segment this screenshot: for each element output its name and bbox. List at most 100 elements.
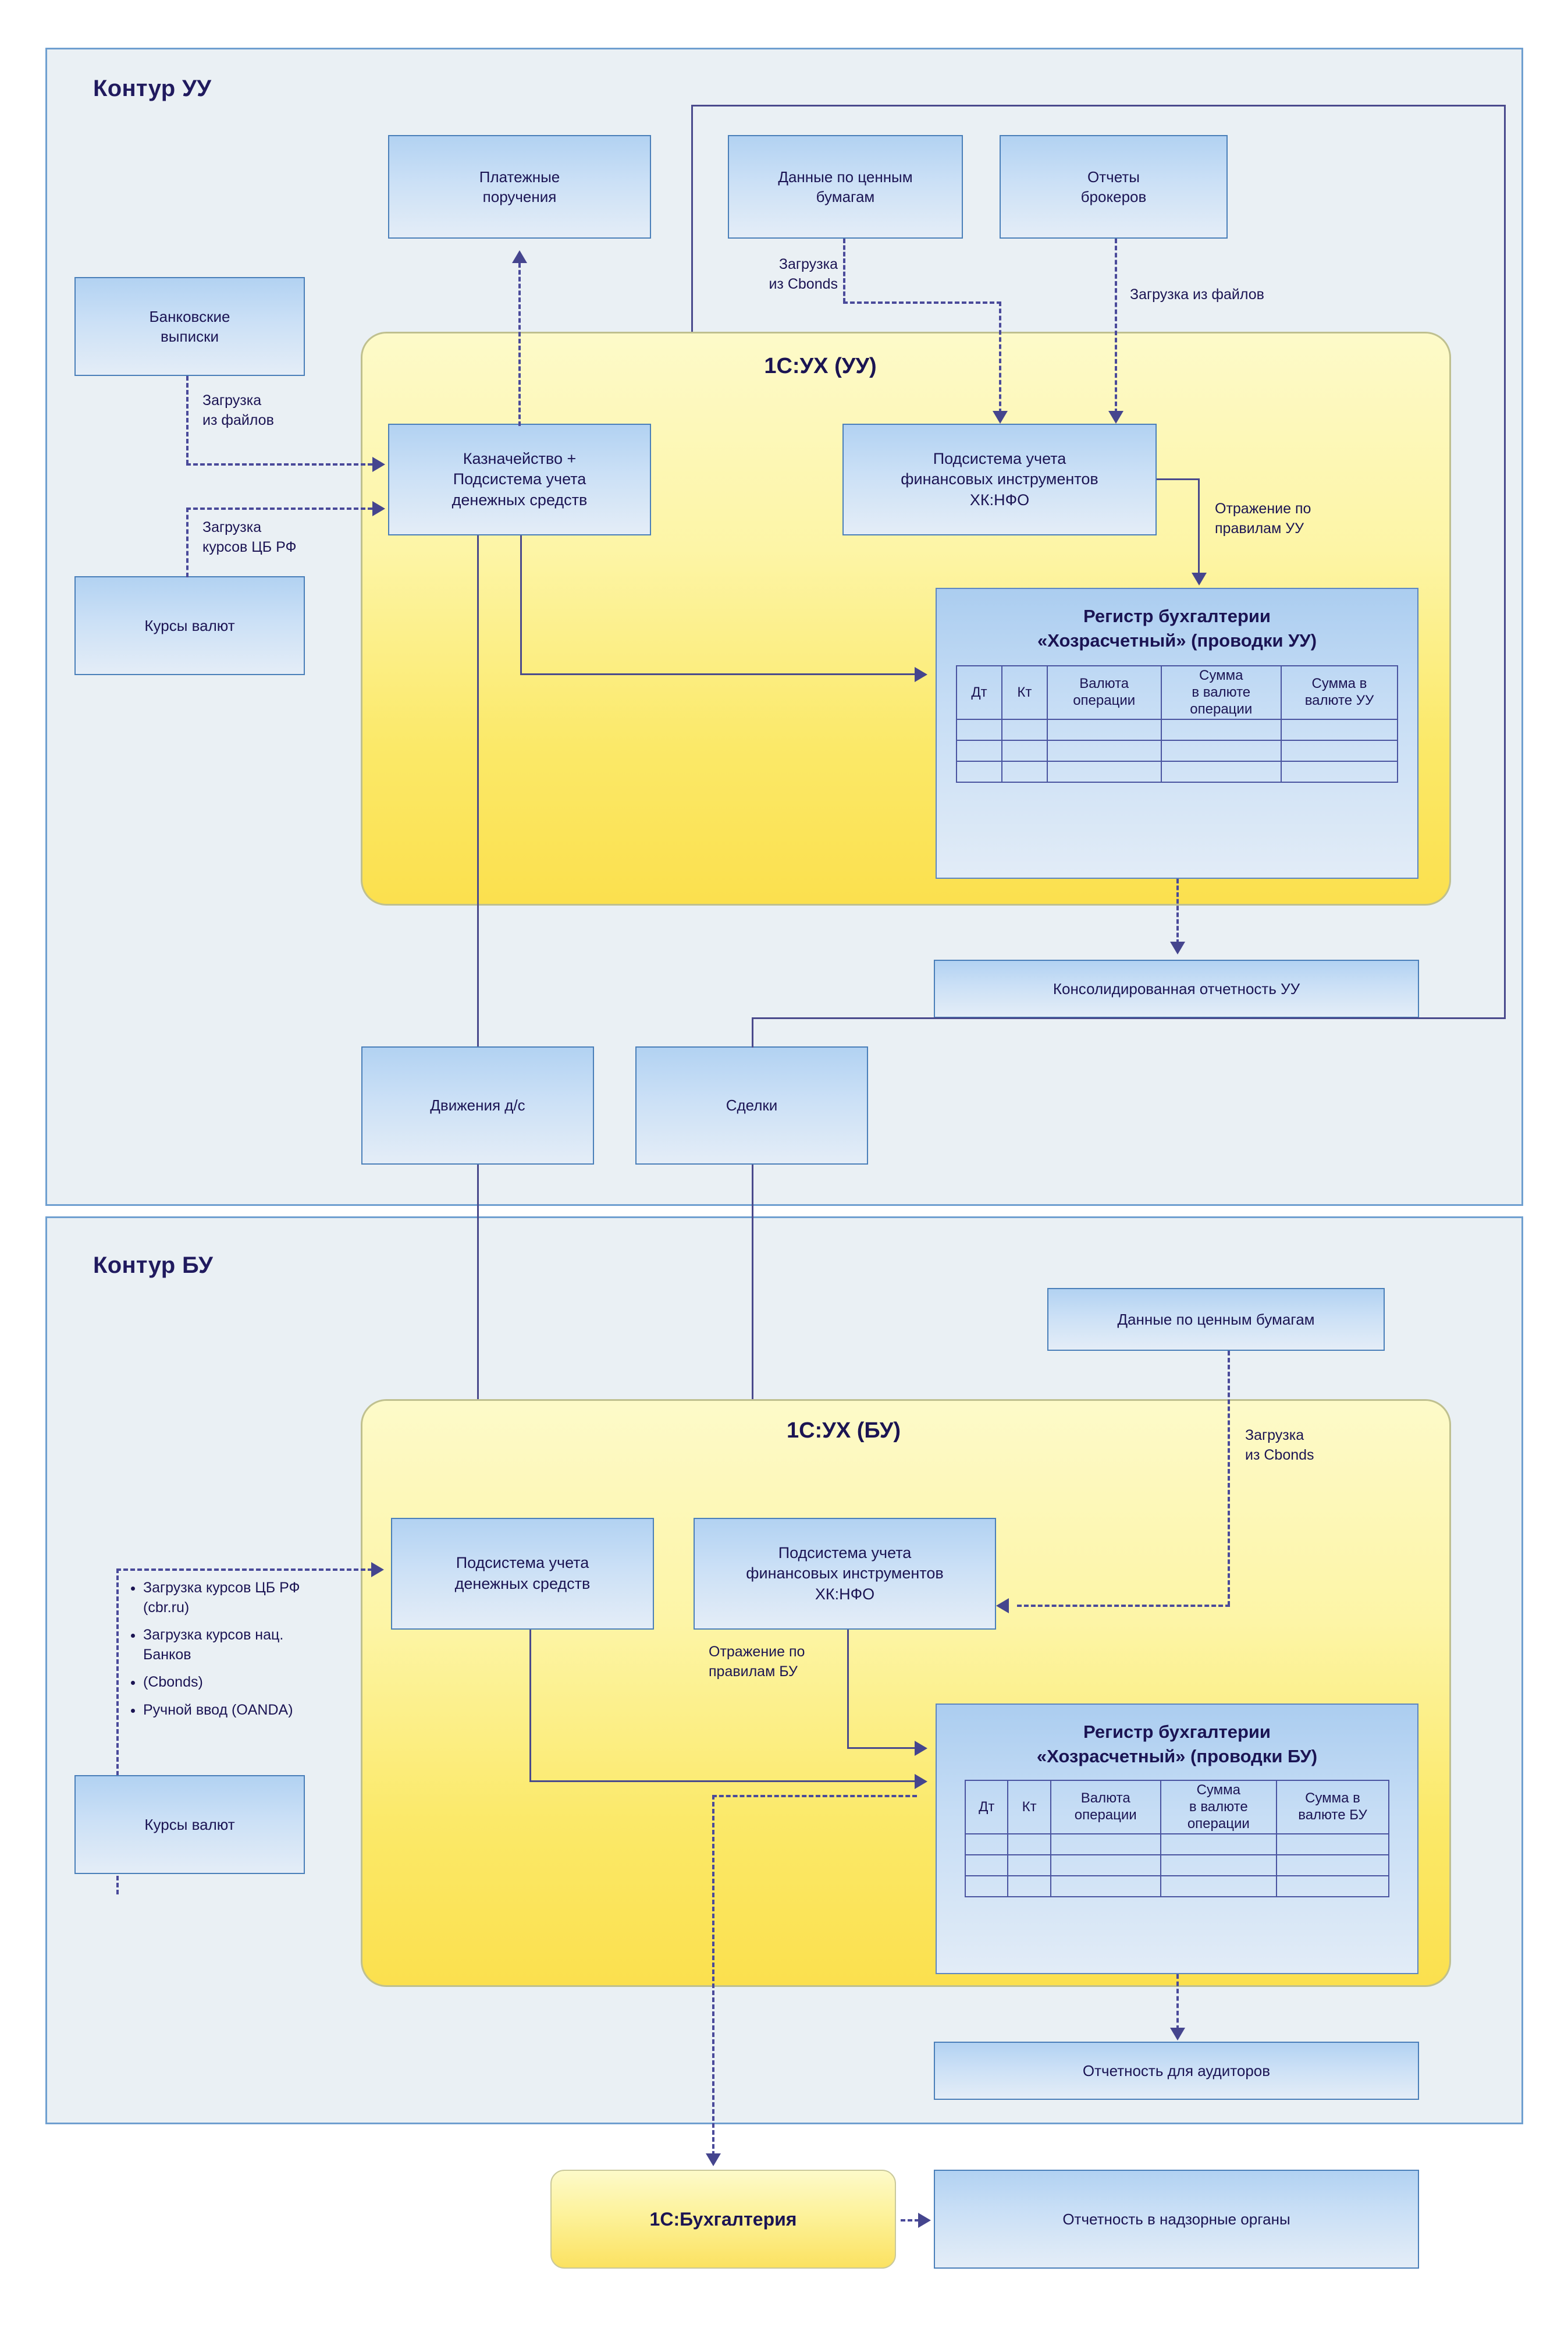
- col-amount-op: Сумма в валюте операции: [1160, 1780, 1277, 1835]
- box-consolidated-report-uu: Консолидированная отчетность УУ: [934, 960, 1419, 1018]
- arrow-down-auditor-report: [1170, 2028, 1185, 2040]
- table-row: [964, 1875, 1390, 1898]
- flow-cbonds-bu-seg1: [1228, 1351, 1230, 1606]
- col-currency: Валюта операции: [1046, 665, 1162, 721]
- flow-cash-to-register-bu-h: [529, 1780, 916, 1782]
- label-load-cbr-rates: Загрузка курсов ЦБ РФ: [202, 519, 297, 555]
- flow-register-to-accounting-h: [712, 1795, 917, 1797]
- arrow-right-treasury-rates: [372, 501, 385, 516]
- flow-cbonds-uu-seg3: [999, 301, 1001, 413]
- contour-uu-title: Контур УУ: [93, 76, 212, 101]
- flow-fin-to-register-uu-h: [1157, 478, 1200, 480]
- connector-uu-right-down: [1504, 105, 1506, 1018]
- col-amount-uu: Сумма в валюте УУ: [1280, 665, 1399, 721]
- box-fin-instruments-bu: Подсистема учета финансовых инструментов…: [694, 1518, 996, 1630]
- box-deals: Сделки: [635, 1046, 868, 1165]
- zone-1c-ux-bu-title: 1С:УХ (БУ): [786, 1418, 901, 1443]
- flow-bank-statements-seg2: [186, 463, 372, 466]
- table-row: [964, 1854, 1390, 1877]
- arrow-right-register-uu: [915, 667, 927, 682]
- arrow-down-register-uu: [1192, 573, 1207, 585]
- arrow-down-fin-instruments-broker: [1108, 411, 1123, 424]
- register-bu: Регистр бухгалтерии «Хозрасчетный» (пров…: [936, 1704, 1418, 1974]
- label-load-from-cbonds-bu: Загрузка из Cbonds: [1245, 1427, 1314, 1463]
- flow-currency-rates-uu-seg1: [186, 508, 189, 577]
- list-item: (Cbonds): [143, 1673, 335, 1692]
- register-bu-title: Регистр бухгалтерии «Хозрасчетный» (пров…: [1036, 1722, 1318, 1766]
- flow-register-to-auditor: [1176, 1974, 1179, 2030]
- register-bu-table: Дт Кт Валюта операции Сумма в валюте опе…: [964, 1780, 1390, 1898]
- connector-treasury-to-fin-top: [691, 105, 1506, 107]
- flow-register-to-accounting-v: [712, 1795, 714, 2156]
- box-securities-data-bu: Данные по ценным бумагам: [1047, 1288, 1385, 1351]
- flow-deals-down: [752, 1165, 753, 1508]
- arrow-right-register-bu-2: [915, 1774, 927, 1789]
- arrow-right-cash-subsystem-bu: [371, 1562, 384, 1577]
- box-supervisory-report: Отчетность в надзорные органы: [934, 2170, 1419, 2269]
- list-item: Ручной ввод (OANDA): [143, 1701, 335, 1720]
- arrow-left-fin-instruments-bu: [996, 1598, 1009, 1613]
- box-cash-subsystem-bu: Подсистема учета денежных средств: [391, 1518, 654, 1630]
- arrow-right-register-bu-1: [915, 1741, 927, 1756]
- table-row: [964, 1833, 1390, 1856]
- rate-sources-list: Загрузка курсов ЦБ РФ (cbr.ru) Загрузка …: [123, 1578, 335, 1728]
- box-bank-statements: Банковские выписки: [74, 277, 305, 376]
- box-auditor-report: Отчетность для аудиторов: [934, 2042, 1419, 2100]
- box-payment-orders: Платежные поручения: [388, 135, 651, 239]
- col-dt: Дт: [964, 1780, 1009, 1835]
- flow-treasury-to-cash-movements: [477, 535, 479, 1046]
- label-reflection-uu: Отражение по правилам УУ: [1215, 501, 1311, 537]
- flow-treasury-to-register-v: [520, 535, 522, 675]
- box-fin-instruments-uu: Подсистема учета финансовых инструментов…: [842, 424, 1157, 535]
- flow-register-to-consolidated: [1176, 879, 1179, 944]
- flow-cash-movements-down: [477, 1165, 479, 1508]
- box-broker-reports: Отчеты брокеров: [1000, 135, 1228, 239]
- list-item: Загрузка курсов нац. Банков: [143, 1626, 335, 1665]
- table-header-row: Дт Кт Валюта операции Сумма в валюте опе…: [964, 1780, 1390, 1835]
- flow-right-trunk-to-deals-v: [752, 1017, 753, 1048]
- zone-1c-ux-uu-title: 1С:УХ (УУ): [764, 354, 877, 378]
- contour-bu-title: Контур БУ: [93, 1252, 214, 1278]
- flow-accounting-to-supervisory: [901, 2219, 919, 2221]
- flow-cbonds-uu-seg2: [843, 301, 1001, 304]
- col-amount-op: Сумма в валюте операции: [1160, 665, 1282, 721]
- connector-treasury-to-fin-left: [691, 105, 693, 480]
- col-kt: Кт: [1001, 665, 1048, 721]
- arrow-right-treasury-bank: [372, 457, 385, 472]
- table-row: [956, 740, 1399, 762]
- arrow-up-payment-orders: [512, 250, 527, 263]
- table-row: [956, 719, 1399, 741]
- flow-currency-rates-bu-seg1: [116, 1568, 119, 1894]
- register-uu-table: Дт Кт Валюта операции Сумма в валюте опе…: [956, 665, 1399, 783]
- box-currency-rates-bu: Курсы валют: [74, 1775, 305, 1874]
- flow-cash-to-register-bu-v: [529, 1630, 531, 1782]
- flow-fin-to-register-uu-v: [1198, 478, 1200, 575]
- arrow-right-supervisory-report: [918, 2213, 931, 2228]
- arrow-down-consolidated: [1170, 942, 1185, 954]
- box-treasury-uu: Казначейство + Подсистема учета денежных…: [388, 424, 651, 535]
- table-header-row: Дт Кт Валюта операции Сумма в валюте опе…: [956, 665, 1399, 721]
- flow-right-trunk-to-deals-h: [752, 1017, 1506, 1019]
- box-securities-data-uu: Данные по ценным бумагам: [728, 135, 963, 239]
- arrow-down-fin-instruments-cbonds: [993, 411, 1008, 424]
- register-uu: Регистр бухгалтерии «Хозрасчетный» (пров…: [936, 588, 1418, 879]
- label-load-from-files-bank: Загрузка из файлов: [202, 392, 274, 428]
- register-uu-title: Регистр бухгалтерии «Хозрасчетный» (пров…: [1037, 606, 1317, 651]
- flow-broker-reports-to-fin: [1115, 239, 1117, 413]
- box-cash-movements: Движения д/с: [361, 1046, 594, 1165]
- flow-bank-statements-seg1: [186, 376, 189, 464]
- flow-currency-rates-uu-seg2: [186, 508, 372, 510]
- col-currency: Валюта операции: [1050, 1780, 1161, 1835]
- flow-fin-to-register-bu-h: [847, 1747, 916, 1749]
- col-amount-bu: Сумма в валюте БУ: [1275, 1780, 1390, 1835]
- col-dt: Дт: [956, 665, 1002, 721]
- box-1c-accounting: 1С:Бухгалтерия: [550, 2170, 896, 2269]
- flow-fin-to-register-bu-v: [847, 1630, 849, 1749]
- flow-cbonds-bu-seg2: [1017, 1605, 1230, 1607]
- box-currency-rates-uu: Курсы валют: [74, 576, 305, 675]
- flow-treasury-to-payment-orders: [518, 263, 521, 426]
- label-load-from-files-broker: Загрузка из файлов: [1130, 286, 1264, 303]
- arrow-down-accounting-system: [706, 2153, 721, 2166]
- label-load-from-cbonds-uu: Загрузка из Cbonds: [769, 256, 838, 292]
